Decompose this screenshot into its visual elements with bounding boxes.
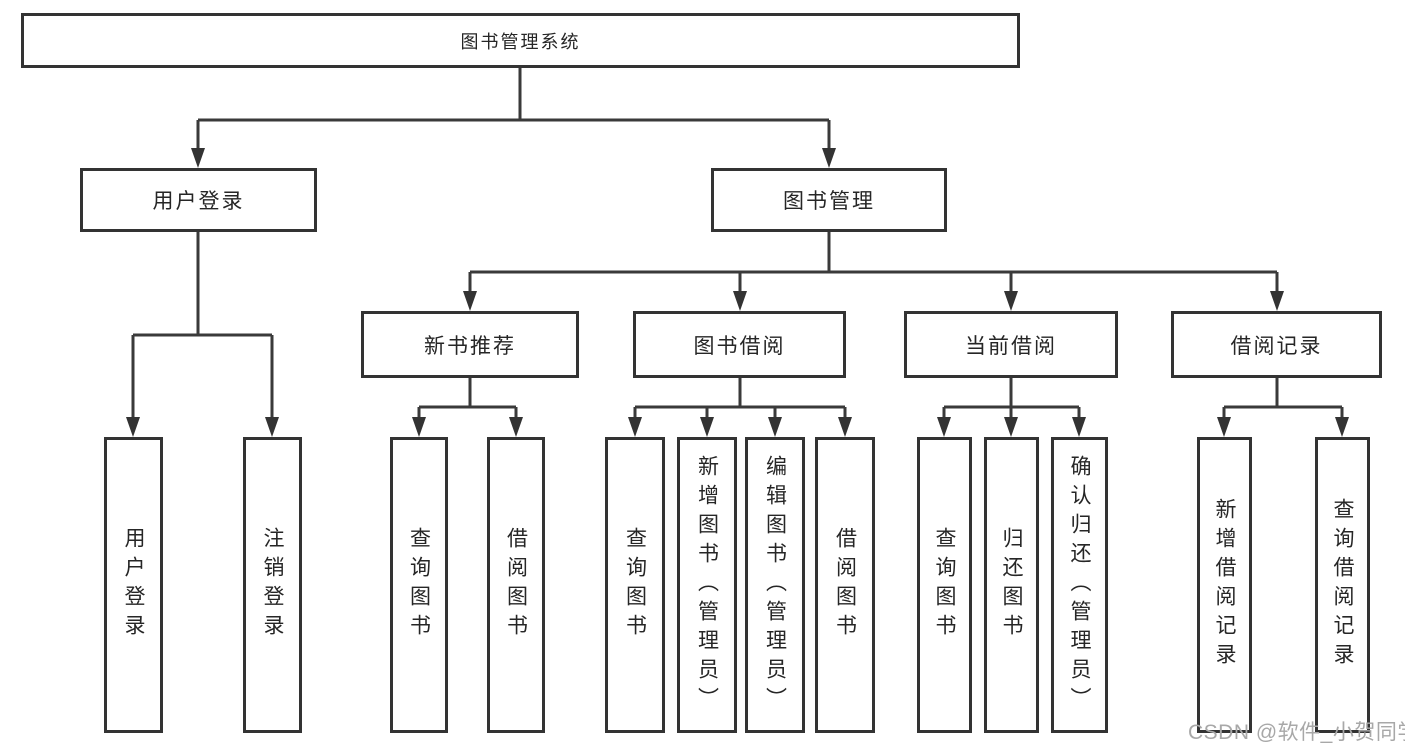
arrowhead [700, 417, 714, 437]
arrowhead [509, 417, 523, 437]
leaf-query-books-borrow: 查询图书 [605, 437, 665, 733]
leaf-query-books-recommend: 查询图书 [390, 437, 448, 733]
arrowhead [1217, 417, 1231, 437]
leaf-confirm-return-admin: 确认归还（管理员） [1051, 437, 1108, 733]
leaf-edit-book-admin: 编辑图书（管理员） [745, 437, 805, 733]
node-new-book-recommend: 新书推荐 [361, 311, 579, 378]
arrowhead [822, 148, 836, 168]
leaf-add-book-admin: 新增图书（管理员） [677, 437, 737, 733]
arrowhead [126, 417, 140, 437]
arrowhead [1335, 417, 1349, 437]
arrowhead [1072, 417, 1086, 437]
node-root: 图书管理系统 [21, 13, 1020, 68]
arrowhead [463, 291, 477, 311]
node-user-login: 用户登录 [80, 168, 317, 232]
leaf-borrow-books-recommend: 借阅图书 [487, 437, 545, 733]
node-borrow-records: 借阅记录 [1171, 311, 1382, 378]
leaf-add-borrow-record: 新增借阅记录 [1197, 437, 1252, 733]
node-book-management: 图书管理 [711, 168, 947, 232]
arrowhead [768, 417, 782, 437]
arrowhead [1004, 417, 1018, 437]
arrowhead [838, 417, 852, 437]
leaf-query-borrow-record: 查询借阅记录 [1315, 437, 1370, 733]
node-book-borrow: 图书借阅 [633, 311, 846, 378]
arrowhead [1270, 291, 1284, 311]
arrowhead [191, 148, 205, 168]
arrowhead [412, 417, 426, 437]
leaf-logout-login: 注销登录 [243, 437, 302, 733]
arrowhead [1004, 291, 1018, 311]
arrowhead [628, 417, 642, 437]
arrowhead [733, 291, 747, 311]
leaf-borrow-books: 借阅图书 [815, 437, 875, 733]
node-current-borrow: 当前借阅 [904, 311, 1118, 378]
watermark: CSDN @软件_小贺同学 [1188, 721, 1405, 744]
arrowhead [937, 417, 951, 437]
leaf-user-login: 用户登录 [104, 437, 163, 733]
leaf-query-books-current: 查询图书 [917, 437, 972, 733]
arrowhead [265, 417, 279, 437]
leaf-return-books: 归还图书 [984, 437, 1039, 733]
